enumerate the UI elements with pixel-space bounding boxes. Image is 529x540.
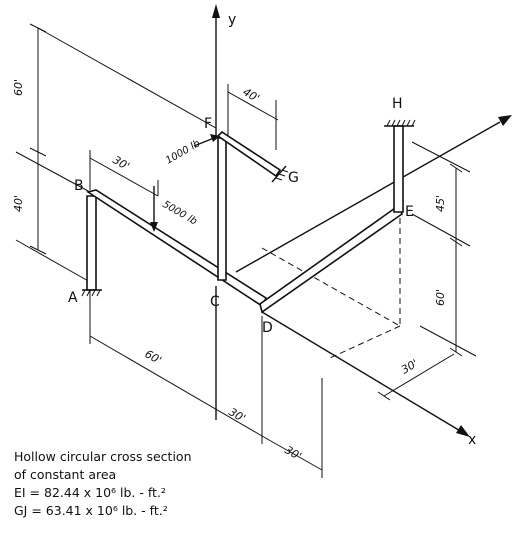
dim-label-60-upper: 60' [12, 79, 25, 96]
load-label-5000: 5000 lb [161, 199, 199, 227]
point-label-h: H [392, 96, 403, 112]
dim-line-30-top [89, 157, 159, 197]
y-axis [212, 4, 220, 420]
x-axis-label: x [468, 432, 476, 448]
dim-label-40-left: 40' [12, 195, 25, 212]
projection-line-diag [261, 247, 401, 327]
point-label-a: A [68, 290, 78, 306]
point-label-d: D [262, 320, 273, 336]
member-eh [393, 125, 404, 213]
member-ab [86, 195, 97, 291]
z-axis [235, 115, 512, 273]
note-line-1: Hollow circular cross section [14, 449, 192, 464]
member-fg [216, 130, 282, 178]
support-g [271, 165, 289, 183]
ext-line-a [15, 239, 91, 283]
note-ei: EI = 82.44 x 10⁶ lb. - ft.² [14, 485, 166, 500]
note-line-2: of constant area [14, 467, 117, 482]
point-label-c: C [210, 294, 220, 310]
dim-label-60-right: 60' [434, 289, 447, 306]
y-axis-arrowhead [212, 4, 220, 18]
z-axis-arrowhead [498, 115, 512, 126]
x-axis-arrowhead [456, 425, 470, 437]
member-de [259, 204, 404, 314]
support-h [384, 119, 416, 127]
support-a [81, 289, 102, 297]
point-label-f: F [204, 116, 212, 132]
note-gj: GJ = 63.41 x 10⁶ lb. - ft.² [14, 503, 168, 518]
dim-label-30-top: 30' [111, 153, 132, 173]
load-arrow-5000 [150, 186, 158, 232]
dim-label-60-bottom: 60' [143, 347, 164, 367]
dim-label-45: 45' [434, 195, 447, 212]
point-label-g: G [288, 170, 299, 186]
dim-line-bottom [89, 335, 263, 437]
load-arrow-1000 [193, 134, 220, 147]
dim-line-30-right [383, 353, 455, 397]
y-axis-label: y [228, 12, 236, 28]
ext-line-b-top [15, 151, 91, 193]
dim-label-30-cd: 30' [227, 405, 248, 425]
point-label-b: B [74, 178, 84, 194]
point-label-e: E [405, 204, 414, 220]
x-axis [261, 311, 470, 437]
load-label-1000: 1000 lb [164, 138, 202, 166]
dim-label-40-fg: 40' [241, 85, 262, 105]
dim-label-30-right: 30' [399, 357, 420, 377]
dim-line-40-fg [227, 91, 279, 121]
projection-line-floor [329, 325, 401, 359]
section-properties-note: Hollow circular cross section of constan… [14, 448, 314, 520]
ext-line-f-top [37, 27, 217, 129]
member-cf [217, 137, 227, 281]
